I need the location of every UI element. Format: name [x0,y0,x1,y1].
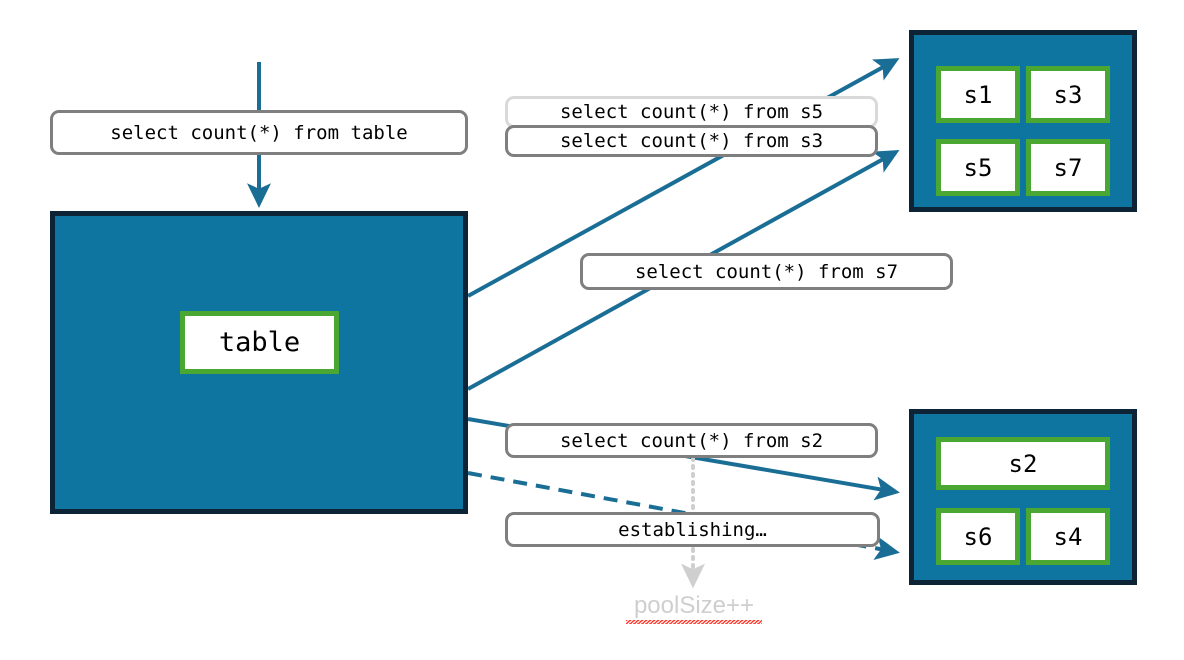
table-container [50,211,468,514]
node-table[interactable]: table [180,311,339,374]
query-chip-s7[interactable]: select count(*) from s7 [580,253,953,290]
server-node-s4[interactable]: s4 [1026,508,1110,565]
status-chip-establishing[interactable]: establishing… [505,512,880,547]
server-node-s3[interactable]: s3 [1026,66,1110,123]
poolsize-annotation: poolSize++ [633,592,755,619]
server-node-s2[interactable]: s2 [936,437,1110,490]
server-node-s6[interactable]: s6 [936,508,1020,565]
server-node-s7[interactable]: s7 [1026,139,1110,196]
spellcheck-underline [626,620,762,624]
query-chip-s2[interactable]: select count(*) from s2 [505,423,878,458]
server-node-s5[interactable]: s5 [936,139,1020,196]
query-chip-s5[interactable]: select count(*) from s5 [505,96,878,128]
query-chip-table[interactable]: select count(*) from table [50,110,468,155]
server-node-s1[interactable]: s1 [936,66,1020,123]
query-chip-s3[interactable]: select count(*) from s3 [505,125,878,157]
